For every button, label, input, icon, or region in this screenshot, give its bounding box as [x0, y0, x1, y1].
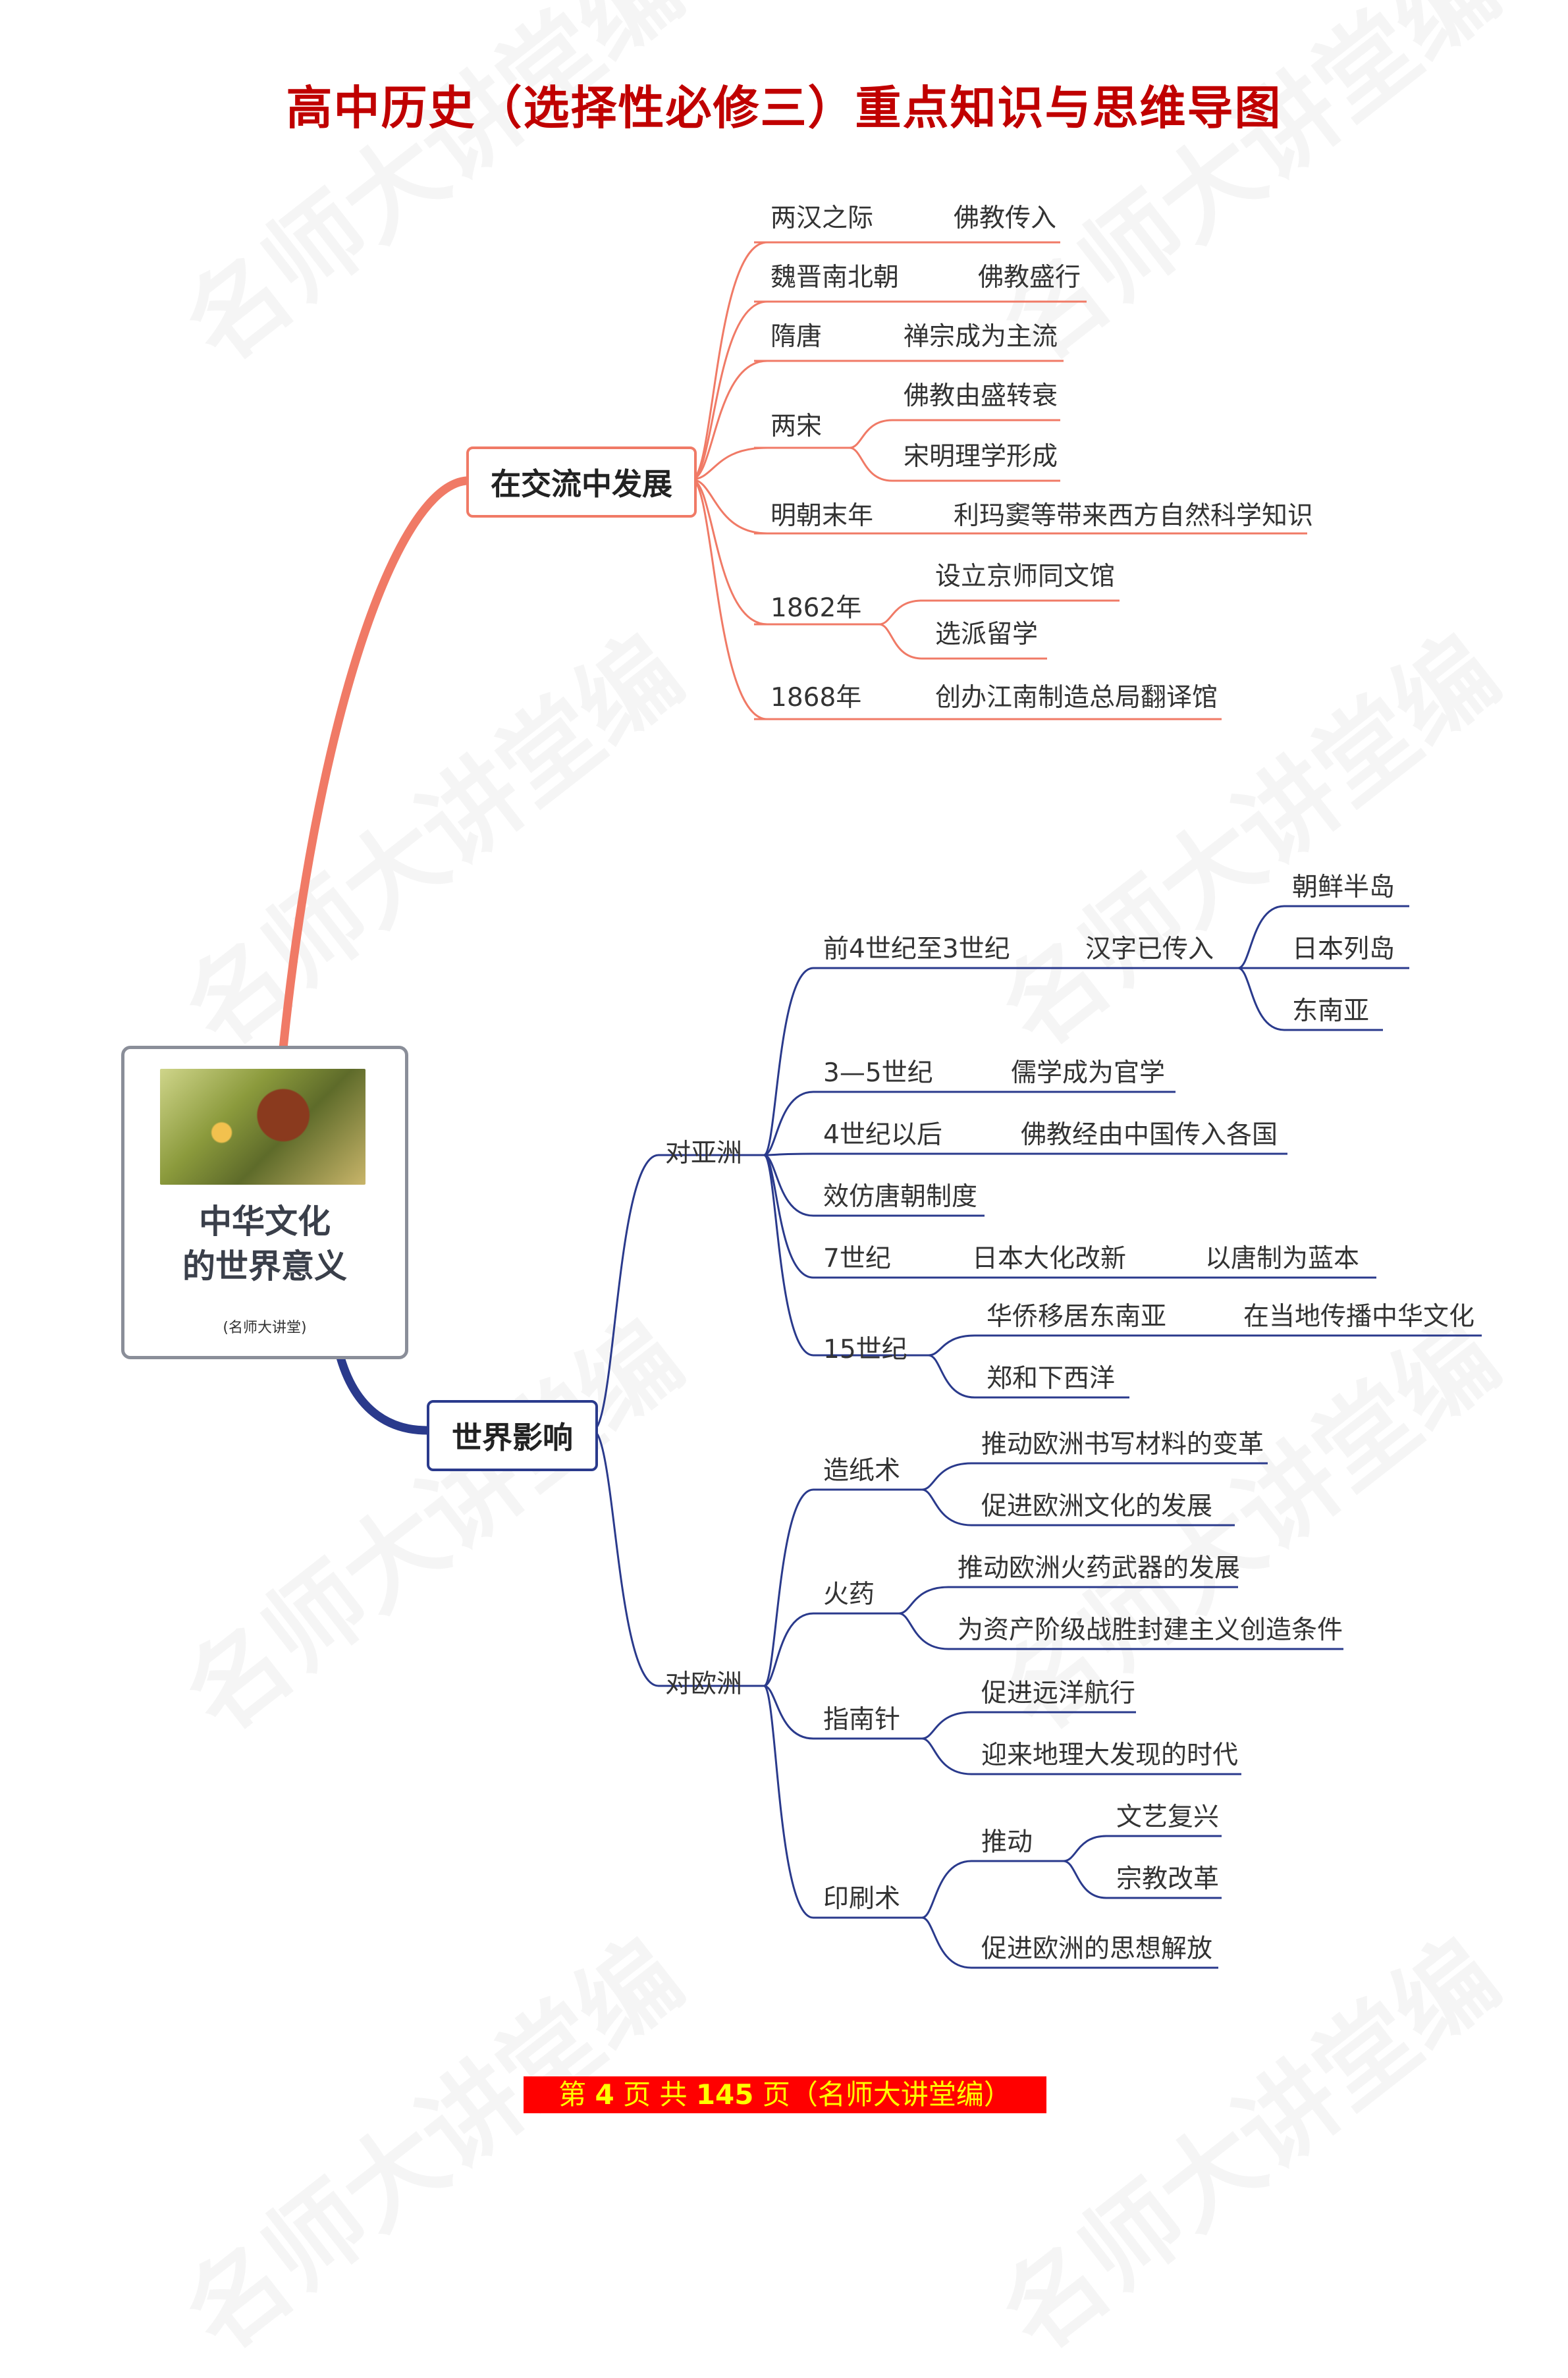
node-1862[interactable]: 1862年 [770, 593, 862, 623]
node-asia-4bc-3c[interactable]: 前4世纪至3世纪 [823, 934, 1010, 964]
node-europe[interactable]: 对欧洲 [665, 1669, 743, 1699]
node-europe-liberation[interactable]: 促进欧洲的思想解放 [981, 1934, 1213, 1964]
node-asia-characters[interactable]: 汉字已传入 [1085, 934, 1214, 964]
node-asia-southeast[interactable]: 东南亚 [1292, 996, 1370, 1026]
node-han[interactable]: 两汉之际 [770, 203, 874, 233]
footer-current-page: 4 [595, 2078, 614, 2111]
node-asia-tang-model[interactable]: 以唐制为蓝本 [1205, 1244, 1360, 1274]
central-topic-title: 中华文化 的世界意义 [124, 1199, 405, 1289]
node-asia[interactable]: 对亚洲 [665, 1139, 743, 1168]
node-1862-study-abroad[interactable]: 选派留学 [935, 620, 1039, 649]
node-asia-confucianism[interactable]: 儒学成为官学 [1011, 1058, 1166, 1088]
node-asia-taika-reform[interactable]: 日本大化改新 [972, 1244, 1127, 1274]
node-asia-buddhism-spread[interactable]: 佛教经由中国传入各国 [1021, 1120, 1278, 1150]
node-asia-3-5c[interactable]: 3—5世纪 [823, 1058, 933, 1088]
node-asia-tang-system[interactable]: 效仿唐朝制度 [823, 1182, 978, 1212]
node-europe-renaissance[interactable]: 文艺复兴 [1116, 1802, 1220, 1832]
node-europe-gunpowder-bourgeoisie[interactable]: 为资产阶级战胜封建主义创造条件 [958, 1615, 1343, 1645]
node-asia-spread-culture[interactable]: 在当地传播中华文化 [1243, 1302, 1475, 1332]
node-europe-printing[interactable]: 印刷术 [823, 1884, 901, 1914]
central-topic[interactable]: 中华文化 的世界意义 (名师大讲堂) [121, 1046, 408, 1359]
footer-prefix: 第 [558, 2078, 587, 2111]
node-asia-japan[interactable]: 日本列岛 [1292, 934, 1395, 964]
tea-set-image [160, 1069, 365, 1185]
node-ming[interactable]: 明朝末年 [770, 501, 874, 531]
footer-suffix: 页（名师大讲堂编） [762, 2078, 1012, 2111]
node-europe-paper-culture[interactable]: 促进欧洲文化的发展 [981, 1492, 1213, 1521]
mindmap-connectors [279, 241, 1482, 1969]
node-asia-zheng-he[interactable]: 郑和下西洋 [987, 1364, 1116, 1393]
node-europe-paper[interactable]: 造纸术 [823, 1456, 901, 1486]
node-asia-7c[interactable]: 7世纪 [823, 1244, 891, 1274]
footer-middle: 页 共 [623, 2078, 688, 2111]
node-europe-reformation[interactable]: 宗教改革 [1116, 1864, 1220, 1894]
node-han-buddhism-intro[interactable]: 佛教传入 [954, 203, 1057, 233]
node-song-decline[interactable]: 佛教由盛转衰 [904, 381, 1058, 411]
node-europe-compass-navigation[interactable]: 促进远洋航行 [981, 1679, 1136, 1708]
page-footer: 第 4 页 共 145 页（名师大讲堂编） [524, 2076, 1046, 2113]
node-europe-printing-push[interactable]: 推动 [981, 1827, 1033, 1857]
node-asia-after-4c[interactable]: 4世纪以后 [823, 1120, 942, 1150]
node-europe-paper-writing[interactable]: 推动欧洲书写材料的变革 [981, 1430, 1264, 1459]
topic-world-influence[interactable]: 世界影响 [427, 1400, 598, 1471]
node-1868-translation-bureau[interactable]: 创办江南制造总局翻译馆 [935, 683, 1218, 713]
central-topic-line2: 的世界意义 [182, 1247, 347, 1285]
topic-exchange[interactable]: 在交流中发展 [466, 446, 697, 518]
footer-total-pages: 145 [695, 2078, 754, 2111]
node-europe-compass-discovery[interactable]: 迎来地理大发现的时代 [981, 1741, 1239, 1770]
node-sui-tang[interactable]: 隋唐 [770, 322, 823, 352]
node-europe-gunpowder[interactable]: 火药 [823, 1580, 875, 1609]
node-europe-compass[interactable]: 指南针 [823, 1705, 901, 1735]
node-asia-korea[interactable]: 朝鲜半岛 [1292, 873, 1395, 902]
node-asia-overseas-chinese[interactable]: 华侨移居东南亚 [987, 1302, 1167, 1332]
node-song[interactable]: 两宋 [770, 412, 823, 441]
node-sui-tang-chan[interactable]: 禅宗成为主流 [904, 322, 1058, 352]
node-1868[interactable]: 1868年 [770, 683, 862, 713]
node-europe-gunpowder-weapons[interactable]: 推动欧洲火药武器的发展 [958, 1554, 1241, 1583]
node-wei-buddhism-flourish[interactable]: 佛教盛行 [978, 263, 1081, 292]
central-topic-source: (名师大讲堂) [223, 1320, 307, 1336]
node-asia-15c[interactable]: 15世纪 [823, 1335, 907, 1365]
node-song-neo-confucianism[interactable]: 宋明理学形成 [904, 442, 1058, 472]
node-wei[interactable]: 魏晋南北朝 [770, 263, 900, 292]
page-title: 高中历史（选择性必修三）重点知识与思维导图 [286, 80, 1282, 135]
node-1862-tongwenguan[interactable]: 设立京师同文馆 [935, 562, 1116, 591]
node-ming-ricci[interactable]: 利玛窦等带来西方自然科学知识 [954, 501, 1314, 531]
central-topic-line1: 中华文化 [199, 1203, 331, 1241]
